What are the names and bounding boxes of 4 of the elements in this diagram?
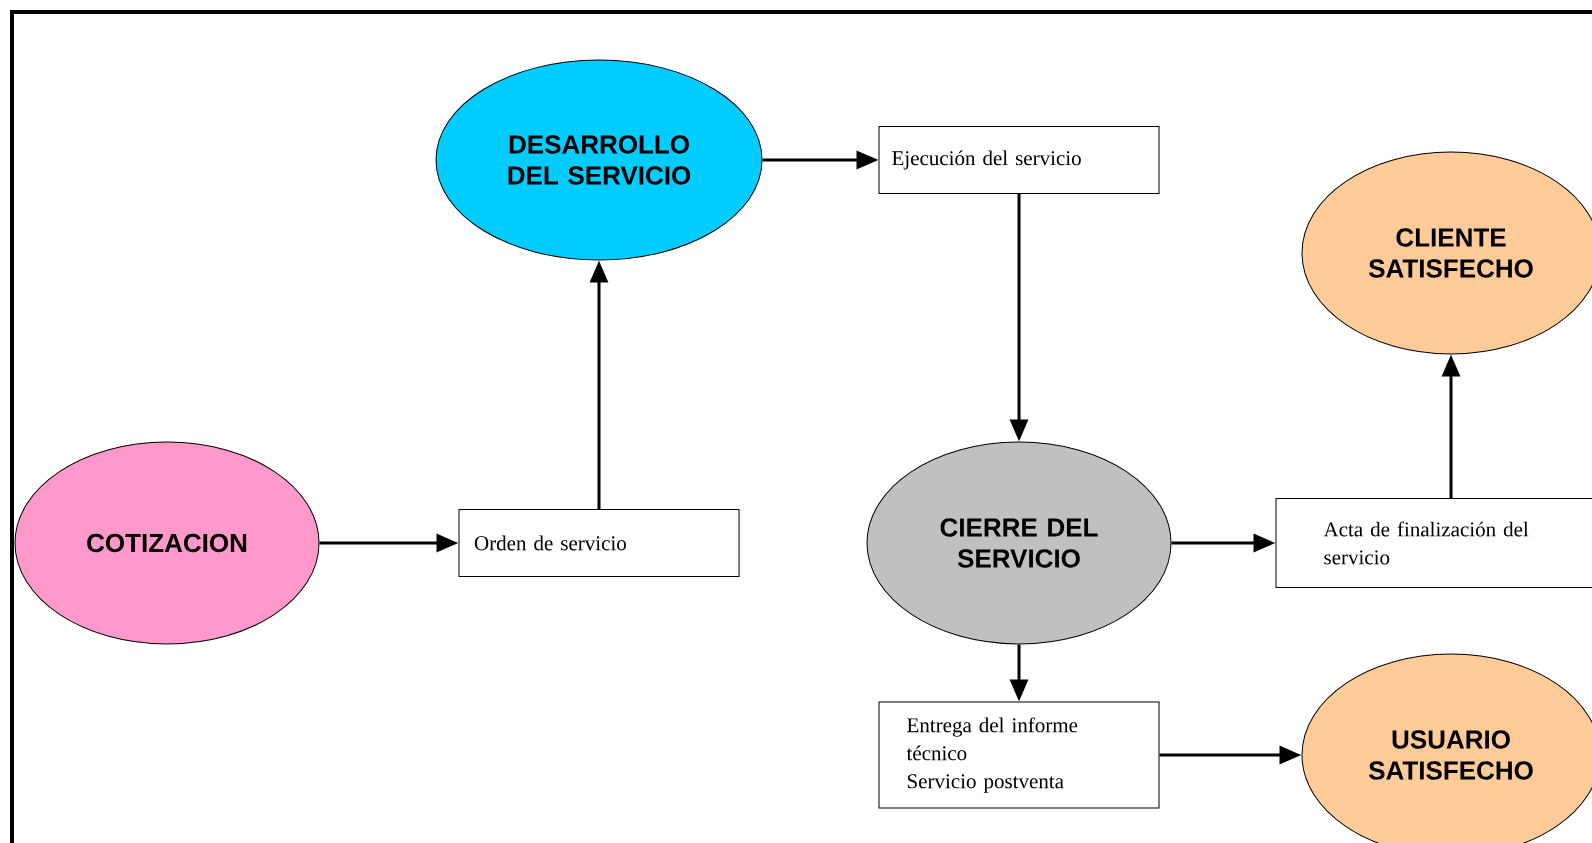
process-box: Acta de finalización del servicio (1275, 498, 1592, 588)
process-box: Orden de servicio (458, 509, 740, 577)
process-box: Ejecución del servicio (878, 126, 1160, 194)
process-box: Entrega del informe técnico Servicio postventa (878, 701, 1160, 809)
